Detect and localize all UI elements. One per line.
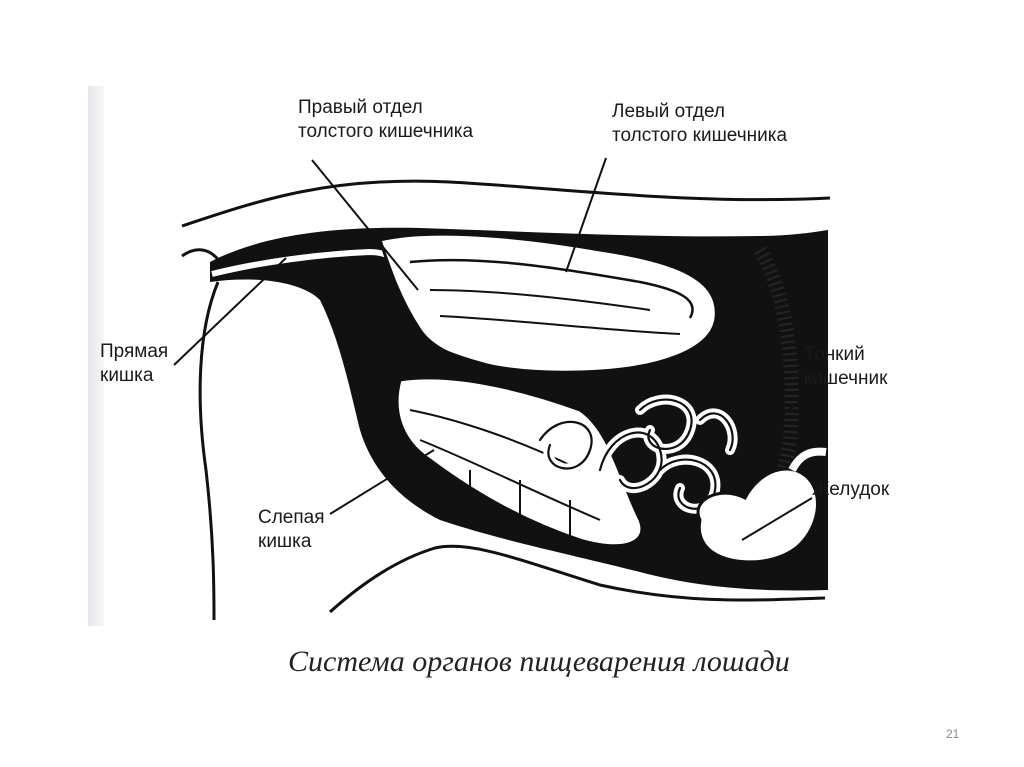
leader-left-colon — [565, 157, 607, 273]
small-intestine-outline — [538, 398, 734, 510]
label-right-colon-line2: толстого кишечника — [298, 121, 474, 142]
label-stomach: Желудок — [812, 478, 889, 502]
body-outline-top — [181, 179, 831, 228]
leader-lines — [173, 157, 813, 541]
large-colon-fold-1 — [409, 258, 694, 319]
page-number: 21 — [946, 727, 960, 741]
label-left-colon-line2: толстого кишечника — [612, 125, 788, 146]
label-small-intestine-line1: Тонкий — [804, 344, 865, 365]
label-rectum-line2: кишка — [100, 365, 154, 386]
label-rectum-line1: Прямая — [100, 341, 169, 362]
label-cecum-line1: Слепая — [258, 507, 325, 528]
label-right-colon-line1: Правый отдел — [298, 97, 423, 118]
leader-rectum — [173, 257, 287, 366]
label-small-intestine: Тонкий кишечник — [804, 343, 887, 391]
label-small-intestine-line2: кишечник — [804, 368, 888, 389]
cecum-fold-1 — [409, 409, 581, 471]
leader-small-intestine — [735, 394, 809, 451]
leader-stomach — [741, 497, 813, 541]
cecum-fold-3 — [469, 470, 571, 535]
leader-cecum — [329, 449, 435, 515]
large-colon-sac — [419, 338, 718, 383]
leader-right-colon — [311, 159, 419, 291]
label-cecum: Слепая кишка — [258, 506, 325, 554]
hind-leg-outline — [198, 281, 220, 621]
label-stomach-line1: Желудок — [812, 479, 890, 500]
label-rectum: Прямая кишка — [100, 340, 168, 388]
label-left-colon-line1: Левый отдел — [612, 101, 726, 122]
label-right-colon: Правый отдел толстого кишечника — [298, 96, 473, 144]
esophagus — [788, 447, 827, 473]
figure-caption: Система органов пищеварения лошади — [288, 645, 790, 678]
large-colon-fold-3 — [439, 315, 681, 335]
stomach — [696, 467, 819, 564]
large-colon-fold-2 — [429, 289, 651, 311]
large-colon — [378, 232, 718, 374]
scan-edge-shadow — [88, 86, 104, 626]
anus-detail — [181, 248, 222, 263]
cecum-fold-2 — [419, 439, 601, 521]
label-cecum-line2: кишка — [258, 531, 312, 552]
belly-outline — [328, 544, 826, 614]
label-left-colon: Левый отдел толстого кишечника — [612, 100, 787, 148]
